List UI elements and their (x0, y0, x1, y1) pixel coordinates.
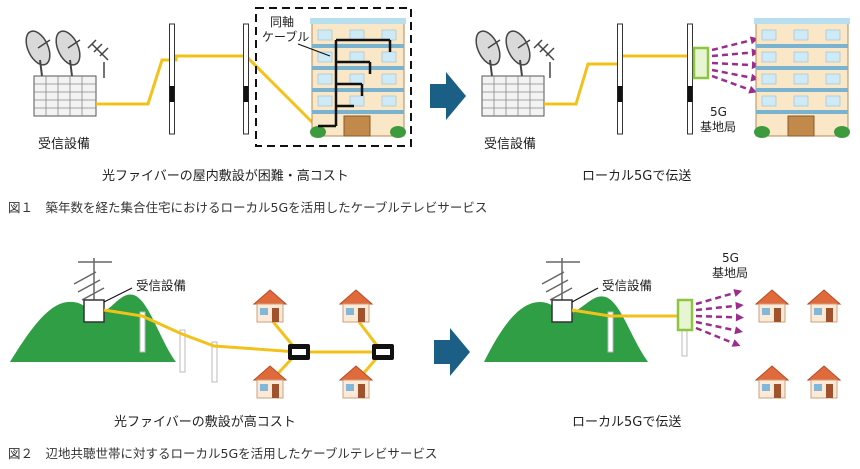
apartment-building-icon (310, 18, 406, 138)
hill-icon (484, 296, 648, 362)
small-poles (139, 311, 218, 383)
satellite-dish-icon (470, 26, 506, 77)
antenna-icon (87, 39, 109, 78)
fig2-right-caption: ローカル5Gで伝送 (572, 415, 681, 430)
building-highlight-box (255, 7, 412, 147)
fig1-base-station-line1: 5G (710, 105, 727, 119)
fig1-receiver-equipment: 受信設備 (20, 26, 109, 152)
fiber-cable (571, 308, 678, 318)
utility-pole (617, 23, 623, 135)
fig2-right-panel: 受信設備 5G 基地局 ローカル5Gで伝送 (484, 251, 841, 430)
house-icon (807, 289, 841, 323)
fig1-right-receiver-label: 受信設備 (484, 136, 536, 152)
fiber-cable (544, 54, 690, 106)
satellite-dish-icon (20, 26, 56, 77)
fig1-base-station-line2: 基地局 (700, 120, 736, 134)
figure1-caption: 図１ 築年数を経た集合住宅におけるローカル5Gを活用したケーブルテレビサービス (8, 200, 487, 215)
hill-icon (10, 294, 176, 362)
fig1-left-panel: 受信設備 (20, 7, 412, 184)
utility-pole (687, 23, 693, 135)
fig1-left-receiver-label: 受信設備 (38, 136, 90, 152)
receiver-label-pointer (103, 287, 133, 303)
coax-label-pointer (297, 43, 331, 57)
apartment-building-icon (754, 18, 850, 138)
fig1-right-caption: ローカル5Gで伝送 (582, 169, 691, 184)
fig2-left-panel: 受信設備 光ファイバーの敷設が高コスト (10, 258, 394, 430)
fig1-left-caption: 光ファイバーの屋内敷設が困難・高コスト (102, 168, 349, 184)
house-icon (253, 289, 287, 323)
coax-label-line1: 同軸 (270, 15, 294, 29)
fig1-right-panel: 受信設備 5G 基地局 (470, 18, 850, 184)
antenna-icon (73, 258, 112, 306)
satellite-dish-icon (500, 26, 536, 77)
coax-cable-network (318, 38, 392, 128)
fig2-base-station-line2: 基地局 (712, 266, 748, 280)
figure2-caption: 図２ 辺地共聴世帯に対するローカル5Gを活用したケーブルテレビサービス (8, 446, 437, 461)
fig2-base-station-pole (681, 329, 688, 357)
radio-signal-arrows (709, 33, 762, 98)
small-poles (607, 311, 614, 353)
fig2-base-station-line1: 5G (722, 251, 739, 265)
base-station-icon (692, 46, 710, 80)
radio-signal-arrows (693, 285, 746, 351)
house-icon (807, 365, 841, 399)
receiver-box-icon (83, 299, 105, 323)
house-icon (339, 289, 373, 323)
fig2-left-receiver-label: 受信設備 (136, 278, 186, 293)
house-icon (755, 289, 789, 323)
coax-label-line2: ケーブル (262, 29, 309, 44)
utility-pole (169, 23, 175, 135)
receiver-label-pointer (571, 287, 599, 303)
base-station-icon (676, 298, 694, 332)
receiver-box-icon (551, 299, 573, 323)
fig2-left-caption: 光ファイバーの敷設が高コスト (114, 414, 296, 430)
fig2-right-receiver-label: 受信設備 (602, 278, 652, 293)
antenna-icon (541, 258, 580, 306)
antenna-icon (533, 39, 555, 78)
satellite-dish-icon (50, 26, 86, 77)
fiber-cable (103, 308, 382, 354)
receiver-rack-icon (481, 75, 545, 117)
transition-arrow (434, 328, 470, 376)
utility-pole (243, 23, 249, 135)
receiver-rack-icon (33, 75, 97, 117)
transition-arrow (430, 72, 466, 120)
fiber-cable (96, 54, 320, 130)
house-icon (755, 365, 789, 399)
